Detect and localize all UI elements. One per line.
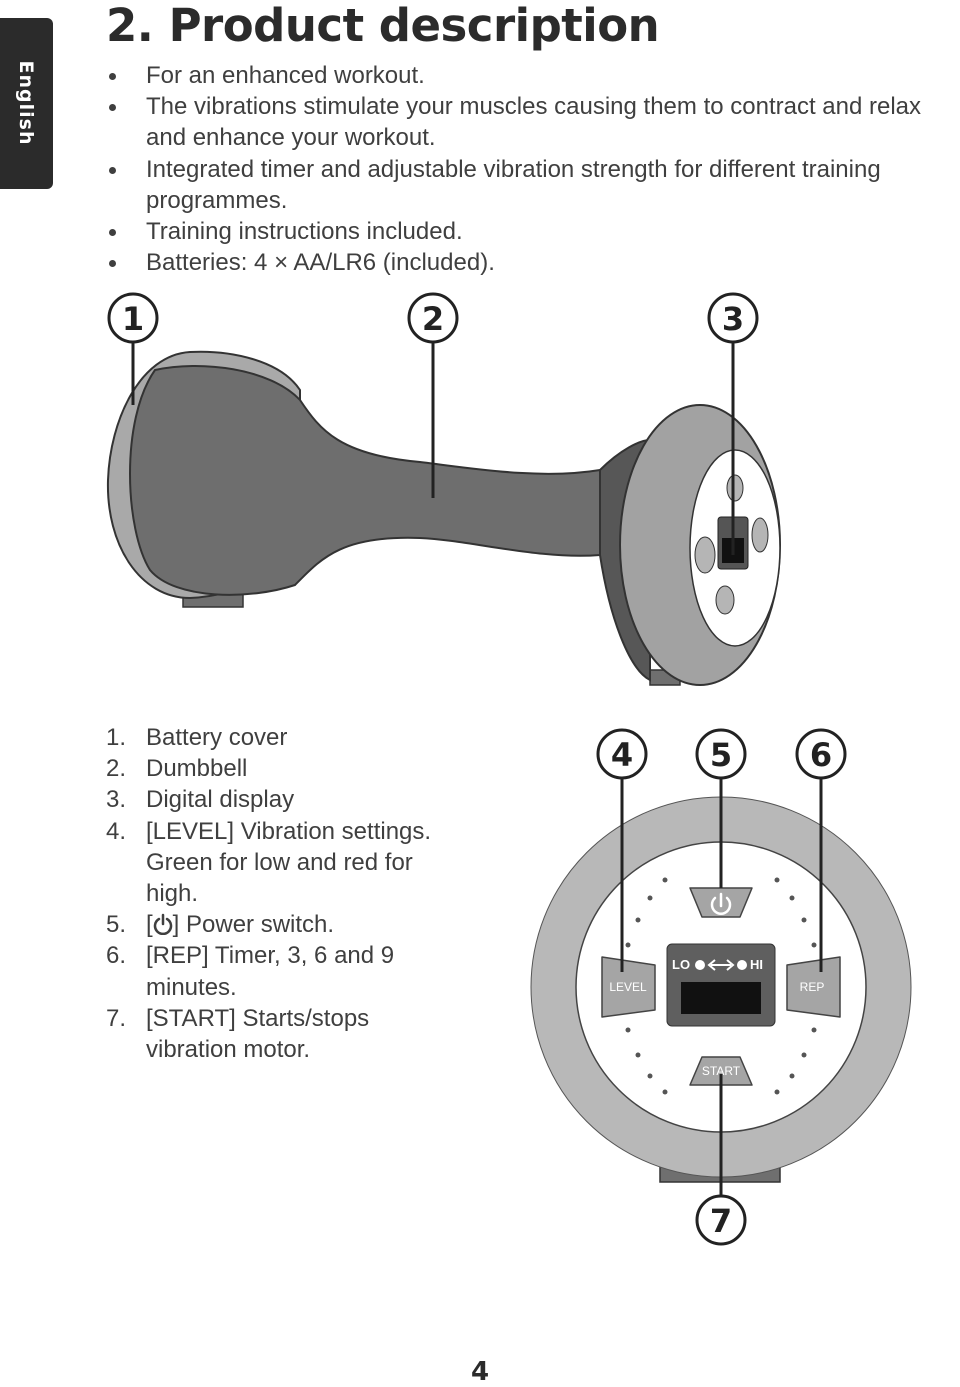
- feature-item: Integrated timer and adjustable vibratio…: [109, 154, 960, 216]
- page-number: 4: [470, 1357, 490, 1387]
- callout-6-number: 6: [810, 736, 832, 774]
- callout-6: 6: [795, 728, 847, 972]
- lo-label: LO: [672, 957, 690, 972]
- callout-3-number: 3: [722, 300, 744, 338]
- callout-5-number: 5: [710, 736, 732, 774]
- callout-5: 5: [695, 728, 747, 888]
- parts-list: 1. Battery cover 2. Dumbbell 3. Digital …: [106, 722, 506, 1065]
- part-text: Dumbbell: [146, 755, 248, 783]
- hi-label: HI: [750, 957, 763, 972]
- feature-item: Batteries: 4 × AA/LR6 (included).: [109, 247, 960, 278]
- part-number: 5.: [106, 911, 127, 939]
- feature-list: For an enhanced workout. The vibrations …: [109, 60, 960, 278]
- power-icon: [710, 892, 732, 915]
- part-text: Battery cover: [146, 724, 288, 751]
- callout-2: 2: [407, 292, 459, 498]
- callout-3: 3: [707, 292, 759, 555]
- part-text: [ ] Power switch.: [146, 909, 506, 940]
- callout-1-number: 1: [122, 300, 144, 338]
- parts-list-item: 5. [ ] Power switch.: [106, 909, 506, 940]
- parts-list-item: 6. [REP] Timer, 3, 6 and 9 minutes.: [106, 940, 406, 1002]
- part-number: 2.: [106, 755, 127, 783]
- callout-1: 1: [107, 292, 159, 405]
- arrow-lr-icon: [707, 959, 735, 971]
- feature-item: For an enhanced workout.: [109, 60, 960, 91]
- part-number: 6.: [106, 942, 127, 970]
- callout-4: 4: [596, 728, 648, 972]
- feature-item: The vibrations stimulate your muscles ca…: [109, 91, 960, 153]
- callout-4-number: 4: [611, 736, 633, 774]
- power-icon: [153, 913, 172, 936]
- page-title: 2. Product description: [106, 0, 660, 52]
- callout-7-number: 7: [710, 1202, 732, 1240]
- parts-list-item: 7. [START] Starts/stops vibration motor.: [106, 1003, 406, 1065]
- parts-list-item: 1. Battery cover: [106, 722, 506, 753]
- part-number: 7.: [106, 1004, 127, 1032]
- parts-list-item: 2. Dumbbell: [106, 753, 506, 784]
- part-text-before: [: [146, 911, 153, 939]
- part-text: [LEVEL] Vibration settings. Green for lo…: [146, 817, 432, 908]
- rep-button-label: REP: [800, 980, 825, 994]
- part-text: [START] Starts/stops vibration motor.: [146, 1004, 370, 1064]
- callout-7: 7: [695, 1074, 747, 1246]
- callout-2-number: 2: [422, 300, 444, 338]
- start-button-label: START: [702, 1064, 741, 1078]
- part-text-after: ] Power switch.: [172, 911, 335, 939]
- part-number: 1.: [106, 724, 127, 751]
- part-text: [REP] Timer, 3, 6 and 9 minutes.: [146, 942, 395, 1001]
- feature-item: Training instructions included.: [109, 216, 960, 247]
- language-tab: English: [0, 18, 53, 189]
- part-text: Digital display: [146, 786, 295, 814]
- dumbbell-illustration: [106, 350, 781, 686]
- part-number: 3.: [106, 786, 127, 814]
- parts-list-item: 4. [LEVEL] Vibration settings. Green for…: [106, 816, 446, 910]
- control-panel-illustration: START LEVEL REP LO HI: [530, 796, 912, 1183]
- part-number: 4.: [106, 817, 127, 845]
- parts-list-item: 3. Digital display: [106, 784, 506, 815]
- level-button-label: LEVEL: [609, 980, 647, 994]
